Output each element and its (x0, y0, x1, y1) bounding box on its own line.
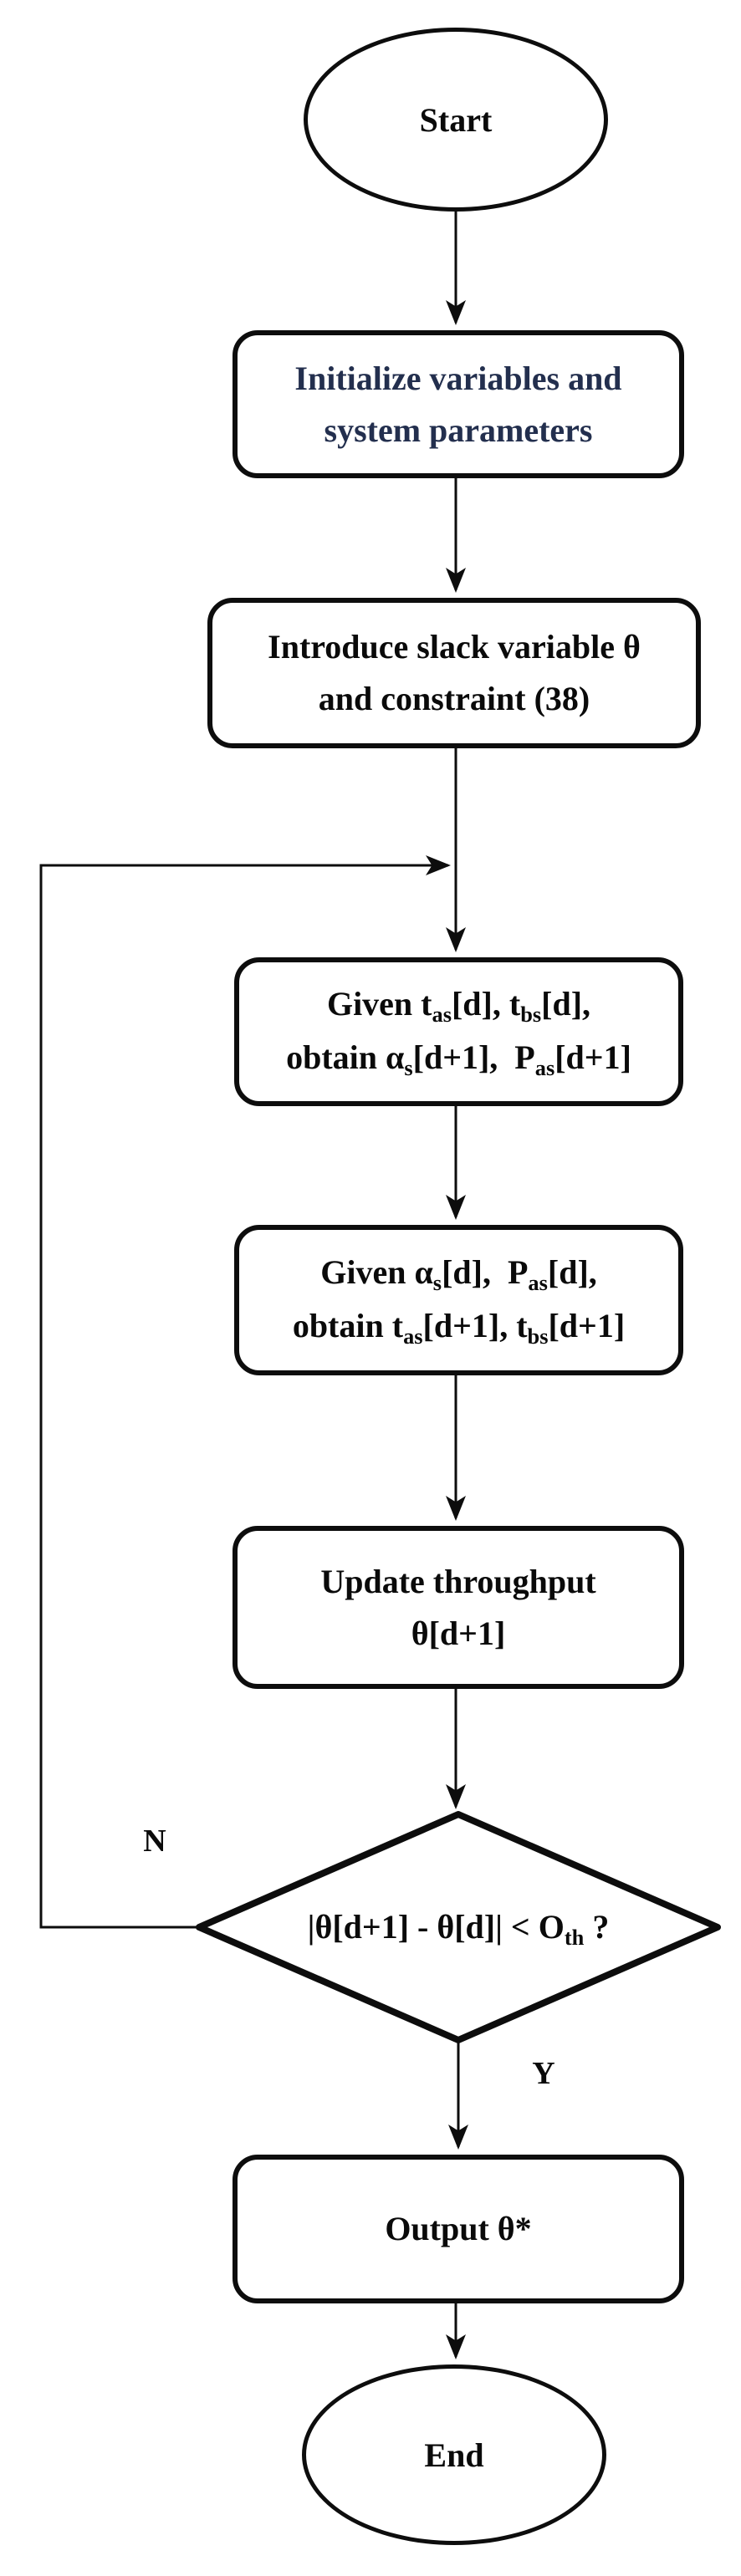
given2-line-2: obtain tas[d+1], tbs[d+1] (292, 1307, 626, 1349)
edge-label-yes: Y (532, 2056, 555, 2091)
end-node: End (302, 2364, 606, 2545)
given2-line-1: Given αs[d], Pas[d], (320, 1253, 597, 1296)
end-label: End (424, 2436, 484, 2474)
decision-label: |θ[d+1] - θ[d]| < Oth ? (307, 1908, 610, 1950)
start-node: Start (304, 28, 608, 212)
slack-line-1: Introduce slack variable θ (268, 628, 641, 666)
edge-feedback-loop (39, 855, 451, 1929)
update-line-1: Update throughput (320, 1562, 596, 1600)
init-box: Initialize variables and system paramete… (233, 330, 684, 478)
start-label: Start (419, 100, 493, 139)
slack-line-2: and constraint (38) (318, 680, 590, 717)
given1-line-1: Given tas[d], tbs[d], (326, 985, 591, 1028)
output-label: Output θ* (385, 2210, 532, 2247)
update-throughput-box: Update throughput θ[d+1] (233, 1526, 684, 1689)
given1-line-2: obtain αs[d+1], Pas[d+1] (286, 1038, 631, 1080)
slack-variable-box: Introduce slack variable θ and constrain… (207, 598, 701, 748)
output-box: Output θ* (233, 2155, 684, 2303)
init-line-1: Initialize variables and (294, 359, 622, 397)
decision-diamond (196, 1811, 721, 2043)
given2-box: Given αs[d], Pas[d], obtain tas[d+1], tb… (234, 1225, 683, 1375)
edge-label-no: N (143, 1824, 166, 1859)
init-line-2: system parameters (324, 411, 593, 449)
given1-box: Given tas[d], tbs[d], obtain αs[d+1], Pa… (234, 957, 683, 1106)
update-line-2: θ[d+1] (411, 1614, 506, 1652)
